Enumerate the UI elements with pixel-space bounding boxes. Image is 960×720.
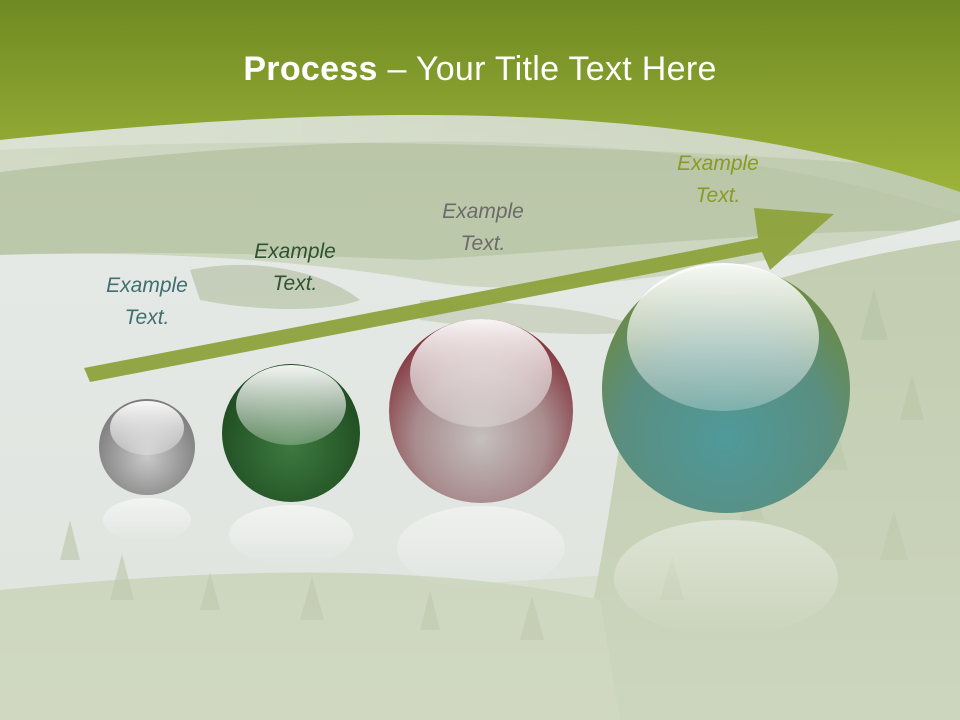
step-1-line2: Text. bbox=[124, 306, 170, 329]
sphere-gray bbox=[99, 399, 195, 542]
step-3-line2: Text. bbox=[460, 232, 506, 255]
sphere-maroon bbox=[389, 319, 573, 590]
slide-title: Process – Your Title Text Here bbox=[0, 50, 960, 89]
sphere-teal bbox=[602, 263, 850, 636]
step-4-label: Example Text. bbox=[643, 148, 793, 212]
step-3-line1: Example bbox=[442, 200, 524, 223]
step-1-line1: Example bbox=[106, 274, 188, 297]
step-3-label: Example Text. bbox=[408, 196, 558, 260]
title-bold-part: Process bbox=[243, 50, 378, 88]
step-2-label: Example Text. bbox=[220, 236, 370, 300]
sphere-green bbox=[222, 364, 360, 565]
step-2-line1: Example bbox=[254, 240, 336, 263]
step-2-line2: Text. bbox=[272, 272, 318, 295]
step-1-label: Example Text. bbox=[72, 270, 222, 334]
title-rest-part: – Your Title Text Here bbox=[377, 50, 717, 88]
step-4-line1: Example bbox=[677, 152, 759, 175]
step-4-line2: Text. bbox=[695, 184, 741, 207]
